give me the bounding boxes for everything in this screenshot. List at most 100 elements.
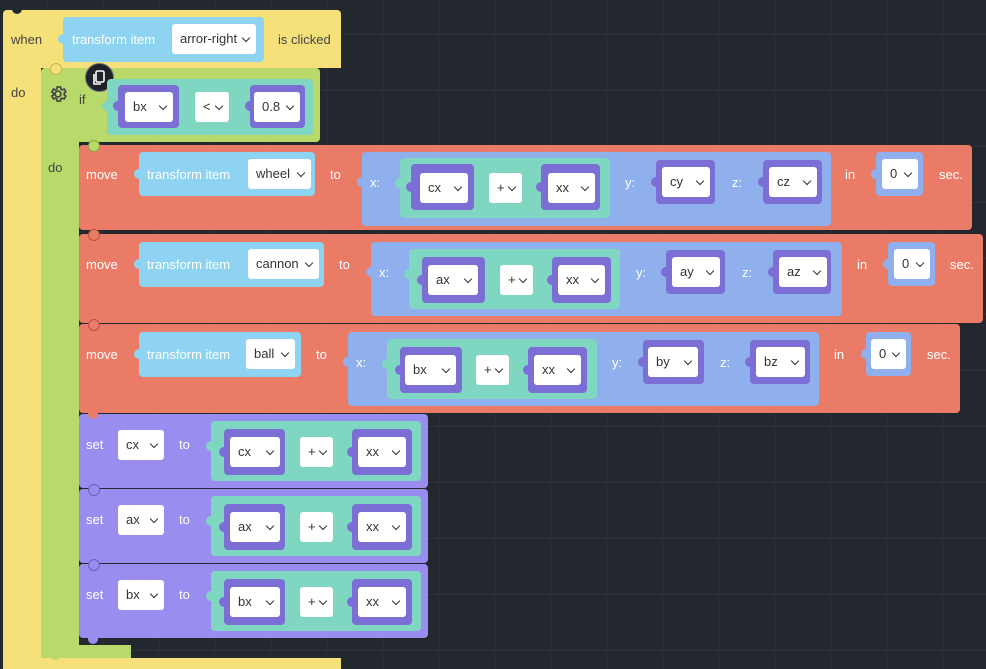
vector-x-add-value: xx (566, 272, 579, 287)
vector-y-var-dropdown[interactable]: cy (662, 167, 710, 197)
vector-z-label: z: (732, 175, 743, 190)
set-operator-dropdown[interactable]: + (300, 437, 333, 467)
vector-z-label: z: (742, 265, 753, 280)
set-var-dropdown[interactable]: ax (118, 505, 164, 535)
set-top-notch (88, 484, 100, 496)
vector-y-var-dropdown[interactable]: ay (672, 257, 720, 287)
compare-left-var-value: bx (133, 99, 147, 114)
chevron-down-icon (158, 101, 168, 111)
chevron-down-icon (494, 364, 504, 374)
math-operator-dropdown[interactable]: + (476, 355, 509, 385)
set-operator-dropdown[interactable]: + (300, 587, 333, 617)
chevron-down-icon (695, 176, 705, 186)
var-connector (661, 267, 671, 277)
gear-icon[interactable] (48, 84, 68, 104)
move-time-dropdown[interactable]: 0 (882, 159, 918, 189)
vector-x-add-dropdown[interactable]: xx (558, 265, 605, 295)
chevron-down-icon (590, 274, 600, 284)
move-in-label: in (845, 167, 856, 182)
set-to-label: to (179, 512, 190, 527)
move-item-dropdown[interactable]: ball (246, 339, 295, 369)
var-connector (523, 365, 533, 375)
vector-y-var-value: cy (670, 174, 683, 189)
math-connector (206, 516, 216, 526)
time-connector (861, 349, 871, 359)
is-clicked-label: is clicked (278, 32, 331, 47)
math-connector (404, 269, 414, 279)
set-operator-dropdown[interactable]: + (300, 512, 333, 542)
move-item-dropdown[interactable]: wheel (248, 159, 311, 189)
vector-x-var-dropdown[interactable]: ax (428, 265, 478, 295)
chevron-down-icon (214, 101, 224, 111)
compare-operator-value: < (203, 99, 211, 114)
set-right-dropdown[interactable]: xx (358, 437, 406, 467)
chevron-down-icon (580, 182, 590, 192)
vector-y-var-dropdown[interactable]: by (648, 347, 698, 377)
set-right-value: xx (366, 444, 379, 459)
chevron-down-icon (463, 274, 473, 284)
chevron-down-icon (318, 596, 328, 606)
vector-x-add-dropdown[interactable]: xx (548, 173, 595, 203)
set-left-value: bx (238, 594, 252, 609)
chevron-down-icon (149, 439, 159, 449)
chevron-down-icon (891, 348, 901, 358)
vector-x-var-value: bx (413, 362, 427, 377)
move-time-value: 0 (879, 346, 887, 361)
copy-icon[interactable] (85, 63, 114, 92)
var-connector (395, 365, 405, 375)
move-to-label: to (316, 347, 327, 362)
compare-left-var-dropdown[interactable]: bx (125, 92, 173, 122)
move-time-dropdown[interactable]: 0 (871, 339, 906, 369)
set-var-dropdown[interactable]: cx (118, 430, 164, 460)
vector-z-var-dropdown[interactable]: az (779, 257, 827, 287)
set-operator-value: + (308, 594, 316, 609)
chevron-down-icon (903, 168, 913, 178)
set-left-dropdown[interactable]: cx (230, 437, 280, 467)
move-label: move (86, 257, 118, 272)
set-right-value: xx (366, 519, 379, 534)
vector-x-add-value: xx (556, 180, 569, 195)
event-top-notch-dot (13, 5, 21, 13)
event-key-dropdown[interactable]: arror-right (172, 24, 256, 54)
move-item-dropdown[interactable]: cannon (248, 249, 319, 279)
set-left-value: cx (238, 444, 251, 459)
vector-x-add-dropdown[interactable]: xx (534, 355, 581, 385)
set-left-dropdown[interactable]: bx (230, 587, 280, 617)
var-connector (219, 597, 229, 607)
move-item-label: transform item (147, 257, 231, 272)
set-left-value: ax (238, 519, 252, 534)
set-left-dropdown[interactable]: ax (230, 512, 280, 542)
math-operator-dropdown[interactable]: + (500, 265, 533, 295)
vector-z-var-value: cz (777, 174, 790, 189)
chevron-down-icon (285, 101, 295, 111)
chevron-down-icon (149, 514, 159, 524)
vector-z-var-dropdown[interactable]: bz (756, 347, 805, 377)
move-in-label: in (834, 347, 845, 362)
set-right-value: xx (366, 594, 379, 609)
move-sec-label: sec. (939, 167, 963, 182)
set-var-dropdown[interactable]: bx (118, 580, 164, 610)
chevron-down-icon (683, 356, 693, 366)
move-time-dropdown[interactable]: 0 (894, 249, 930, 279)
chevron-down-icon (265, 596, 275, 606)
compare-operator-dropdown[interactable]: < (195, 92, 229, 122)
set-right-dropdown[interactable]: xx (358, 587, 406, 617)
chevron-down-icon (507, 182, 517, 192)
move-to-label: to (330, 167, 341, 182)
compare-right-value-dropdown[interactable]: 0.8 (254, 92, 300, 122)
vector-x-var-dropdown[interactable]: cx (420, 173, 468, 203)
event-key-value: arror-right (180, 31, 238, 46)
vector-x-var-dropdown[interactable]: bx (405, 355, 456, 385)
event-item-label: transform item (72, 32, 156, 47)
var-connector (219, 522, 229, 532)
set-top-notch (88, 409, 98, 419)
chevron-down-icon (518, 274, 528, 284)
set-right-dropdown[interactable]: xx (358, 512, 406, 542)
move-top-notch (88, 319, 100, 331)
var-connector (417, 275, 427, 285)
vector-z-var-dropdown[interactable]: cz (769, 167, 817, 197)
chevron-down-icon (391, 596, 401, 606)
var-connector (406, 182, 416, 192)
math-operator-dropdown[interactable]: + (489, 173, 522, 203)
vector-y-var-value: ay (680, 264, 694, 279)
